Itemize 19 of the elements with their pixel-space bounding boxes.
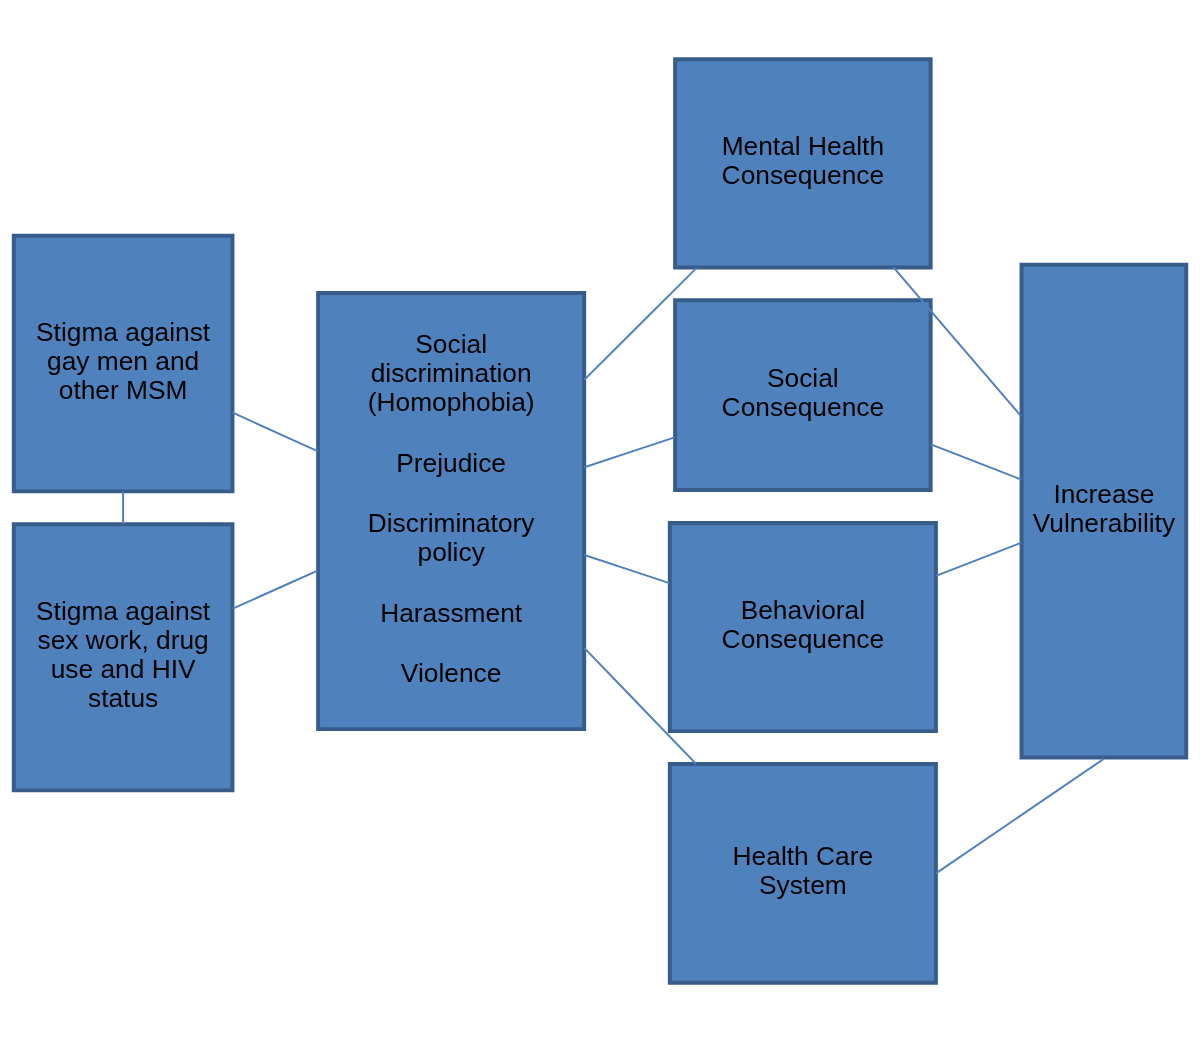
- node-box: Stigma against gay men and other MSM: [11, 233, 235, 493]
- node-box: Behavioral Consequence: [667, 520, 938, 733]
- connector: [231, 411, 319, 452]
- connector: [934, 541, 1023, 577]
- connector: [583, 435, 676, 468]
- connector: [929, 442, 1023, 480]
- node-box: Health Care System: [667, 761, 938, 985]
- node-box: Social Consequence: [673, 297, 933, 492]
- connector: [892, 266, 1023, 417]
- connector: [934, 757, 1105, 874]
- connector: [122, 490, 125, 525]
- node-box: Increase Vulnerability: [1019, 262, 1189, 759]
- connector: [583, 553, 671, 584]
- node-box: Stigma against sex work, drug use and HIV status: [11, 521, 235, 792]
- connector: [231, 569, 319, 610]
- node-box: Mental Health Consequence: [673, 56, 933, 269]
- node-box: Social discrimination (Homophobia) Prejudice Discriminatory policy Harassment Violence: [316, 290, 587, 731]
- connector: [583, 646, 697, 765]
- connector: [583, 266, 698, 381]
